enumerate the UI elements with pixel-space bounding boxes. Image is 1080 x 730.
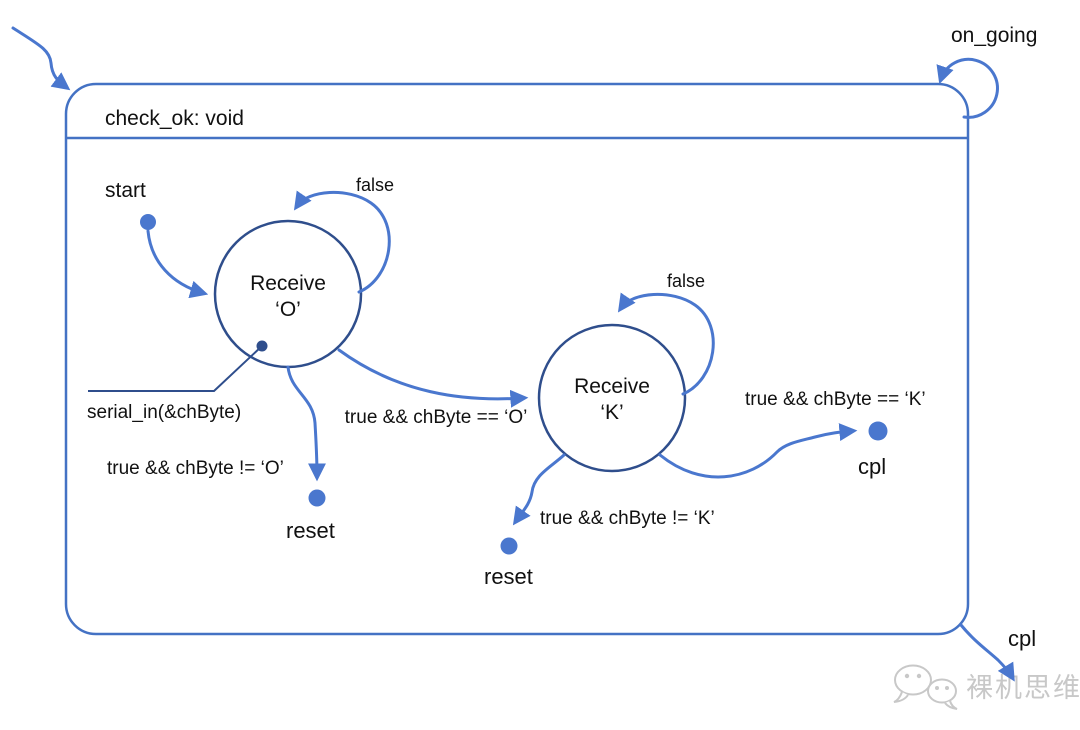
state-receive-k-line2: ‘K’	[600, 401, 623, 424]
receive-k-false-label: false	[667, 271, 705, 291]
reset-o-terminal-dot	[308, 489, 326, 507]
cpl-exit-arrow	[959, 623, 1015, 682]
receive-o-false-self-loop-arrow	[293, 190, 391, 294]
receive-k-to-cpl-arrow	[658, 423, 858, 479]
composite-state-frame	[64, 82, 970, 636]
serial-in-anchor-dot	[256, 340, 268, 352]
cpl-exit-label: cpl	[1008, 626, 1036, 651]
receive-k-false-self-loop-arrow	[617, 292, 715, 396]
wechat-bubble-large-icon	[894, 664, 932, 696]
on-going-self-loop-arrow	[936, 57, 999, 119]
cond-k-cpl-label: true && chByte == ‘K’	[745, 389, 926, 410]
reset-k-label: reset	[484, 564, 533, 589]
wechat-eye-icon	[904, 673, 910, 679]
cond-o-reset-label: true && chByte != ‘O’	[107, 458, 284, 479]
wechat-eye-icon	[935, 686, 939, 690]
receive-o-to-receive-k-arrow	[337, 348, 529, 408]
reset-k-terminal-dot	[500, 537, 518, 555]
on-going-label: on_going	[951, 24, 1037, 47]
serial-in-callout-line	[88, 345, 263, 392]
start-initial-dot	[140, 214, 156, 230]
wechat-bubble-small-tail-icon	[944, 700, 958, 710]
start-to-receive-o-arrow	[146, 229, 209, 299]
receive-o-to-reset-arrow	[286, 365, 326, 482]
reset-o-label: reset	[286, 518, 335, 543]
frame-title: check_ok: void	[105, 107, 244, 130]
wechat-watermark: 裸机思维	[893, 664, 1080, 710]
receive-o-false-label: false	[356, 175, 394, 195]
state-receive-o-line1: Receive	[250, 272, 326, 295]
state-receive-k-line1: Receive	[574, 375, 650, 398]
wechat-eye-icon	[916, 673, 922, 679]
wechat-eye-icon	[945, 686, 949, 690]
cpl-mid-label: cpl	[858, 454, 886, 479]
watermark-text: 裸机思维	[966, 673, 1080, 703]
receive-k-to-reset-arrow	[512, 453, 566, 526]
state-receive-k	[537, 323, 687, 473]
state-receive-o-line2: ‘O’	[275, 298, 301, 321]
wechat-bubble-small-icon	[927, 678, 957, 704]
cpl-terminal-dot	[868, 421, 888, 441]
cond-k-reset-label: true && chByte != ‘K’	[540, 508, 715, 529]
entry-arrow	[11, 26, 71, 91]
wechat-bubble-large-tail-icon	[893, 691, 909, 703]
start-label: start	[105, 179, 146, 202]
cond-o-to-k-label: true && chByte == ‘O’	[345, 407, 528, 428]
serial-in-label: serial_in(&chByte)	[87, 402, 241, 423]
